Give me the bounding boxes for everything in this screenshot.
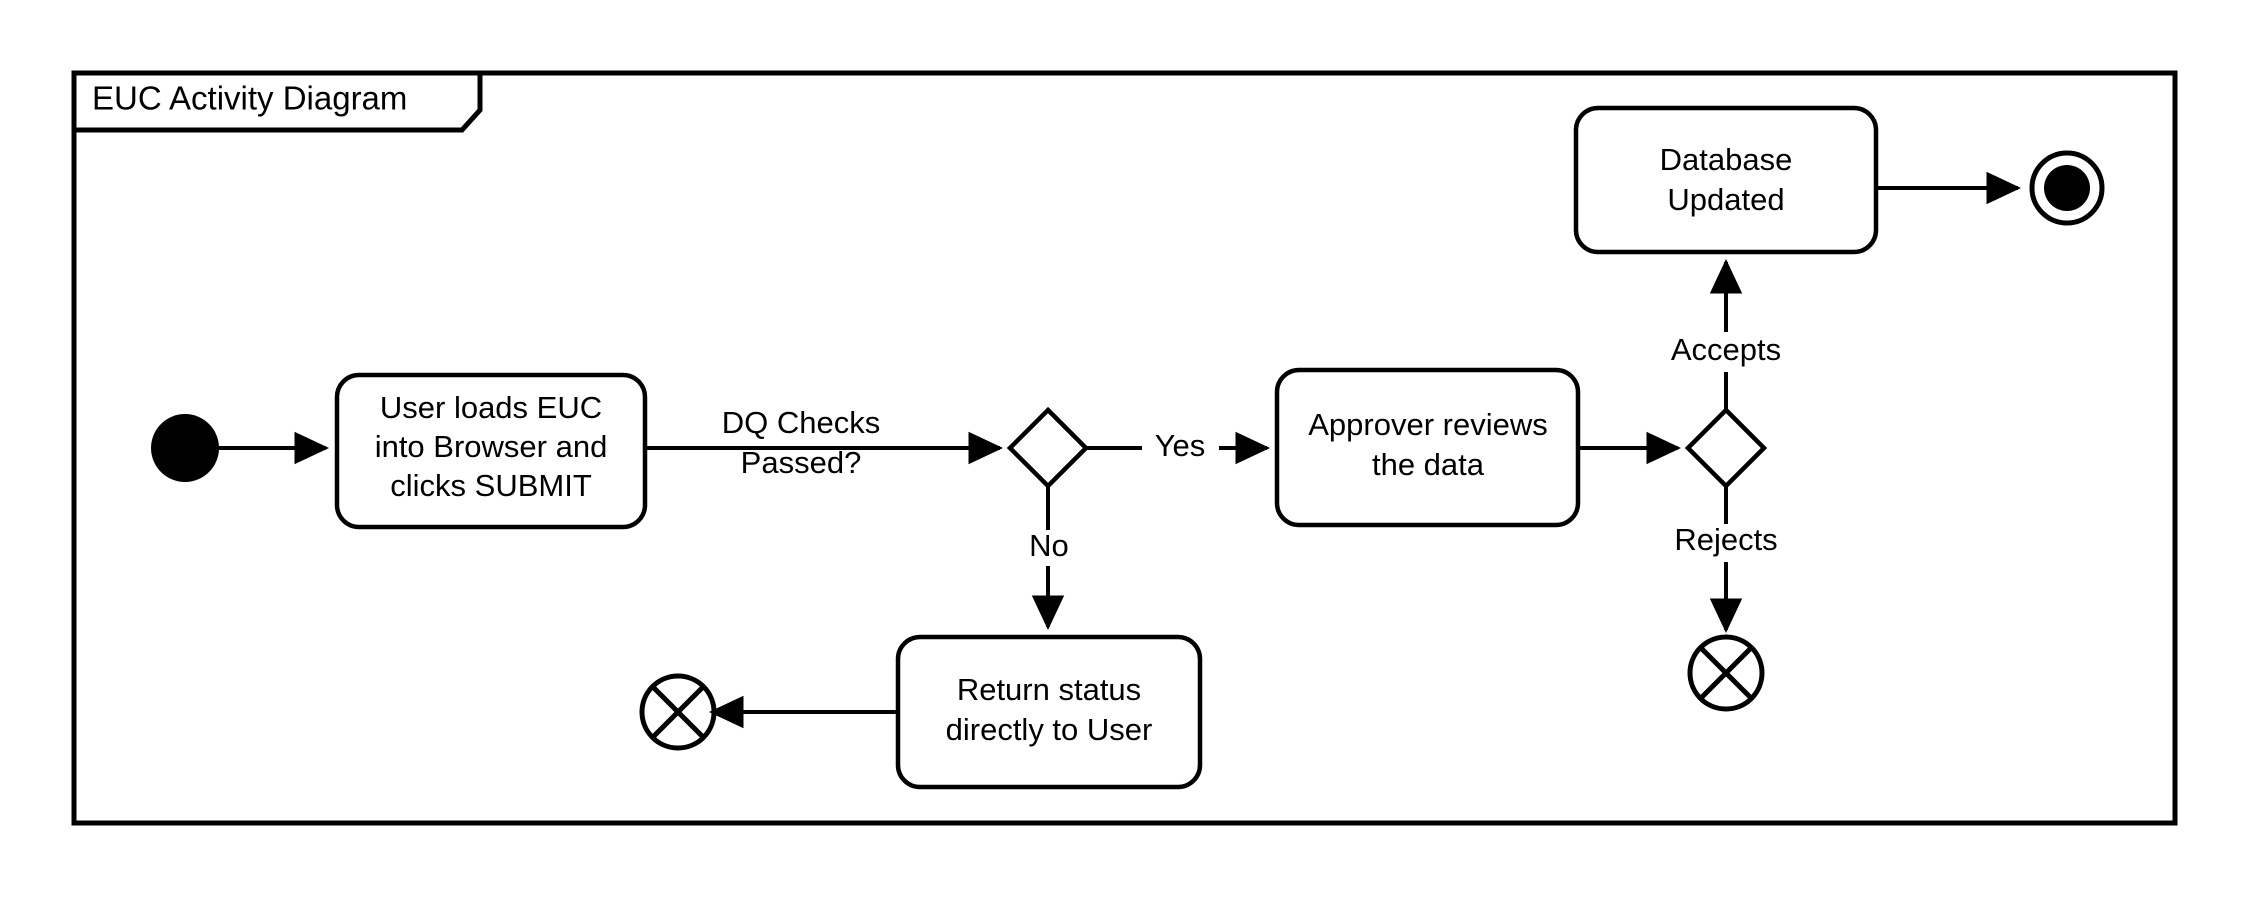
edge-dq-no-label: No	[1029, 528, 1069, 563]
action-database-updated-line1: Database	[1660, 142, 1793, 177]
flow-final-reject	[1687, 634, 1765, 712]
edge-dq-checks-label-line1: DQ Checks	[722, 405, 880, 440]
flow-final-return-cross-b	[650, 684, 706, 740]
initial-node-circle	[151, 414, 219, 482]
edge-dq-checks-label-line2: Passed?	[741, 445, 862, 480]
final-node-inner-disc	[2044, 165, 2090, 211]
action-approver-reviews-line2: the data	[1372, 447, 1485, 482]
edge-rejects: Rejects	[1674, 486, 1778, 633]
flow-final-reject-circle	[1687, 634, 1765, 712]
action-user-loads-euc-line3: clicks SUBMIT	[390, 468, 592, 503]
flow-final-return-circle	[639, 673, 717, 751]
action-user-loads-euc[interactable]: User loads EUC into Browser and clicks S…	[334, 372, 648, 530]
edge-accepts: Accepts	[1671, 259, 1781, 410]
frame-title-tab	[71, 70, 483, 133]
edge-dq-no: No	[1029, 486, 1069, 630]
final-node-outer-ring	[2029, 150, 2105, 226]
edge-accepts-label: Accepts	[1671, 332, 1781, 367]
initial-node	[151, 414, 219, 482]
edge-dq-yes: Yes	[1086, 428, 1270, 465]
action-return-status-line1: Return status	[957, 672, 1141, 707]
action-database-updated[interactable]: Database Updated	[1573, 105, 1879, 255]
flow-final-reject-cross-b	[1698, 645, 1754, 701]
final-node	[2029, 150, 2105, 226]
action-approver-reviews-line1: Approver reviews	[1308, 407, 1547, 442]
action-return-status-line2: directly to User	[946, 712, 1153, 747]
action-approver-reviews[interactable]: Approver reviews the data	[1274, 367, 1581, 528]
action-user-loads-euc-line1: User loads EUC	[380, 390, 602, 425]
action-user-loads-euc-box[interactable]	[334, 372, 648, 530]
action-database-updated-line2: Updated	[1667, 182, 1784, 217]
frame-title-label: EUC Activity Diagram	[92, 80, 407, 117]
action-database-updated-box[interactable]	[1573, 105, 1879, 255]
edge-rejects-label: Rejects	[1674, 522, 1777, 557]
flow-final-return	[639, 673, 717, 751]
edge-dq-yes-label: Yes	[1155, 428, 1206, 463]
action-user-loads-euc-line2: into Browser and	[375, 429, 608, 464]
action-return-status[interactable]: Return status directly to User	[895, 634, 1203, 790]
edge-dq-checks: DQ Checks Passed?	[645, 405, 1003, 480]
